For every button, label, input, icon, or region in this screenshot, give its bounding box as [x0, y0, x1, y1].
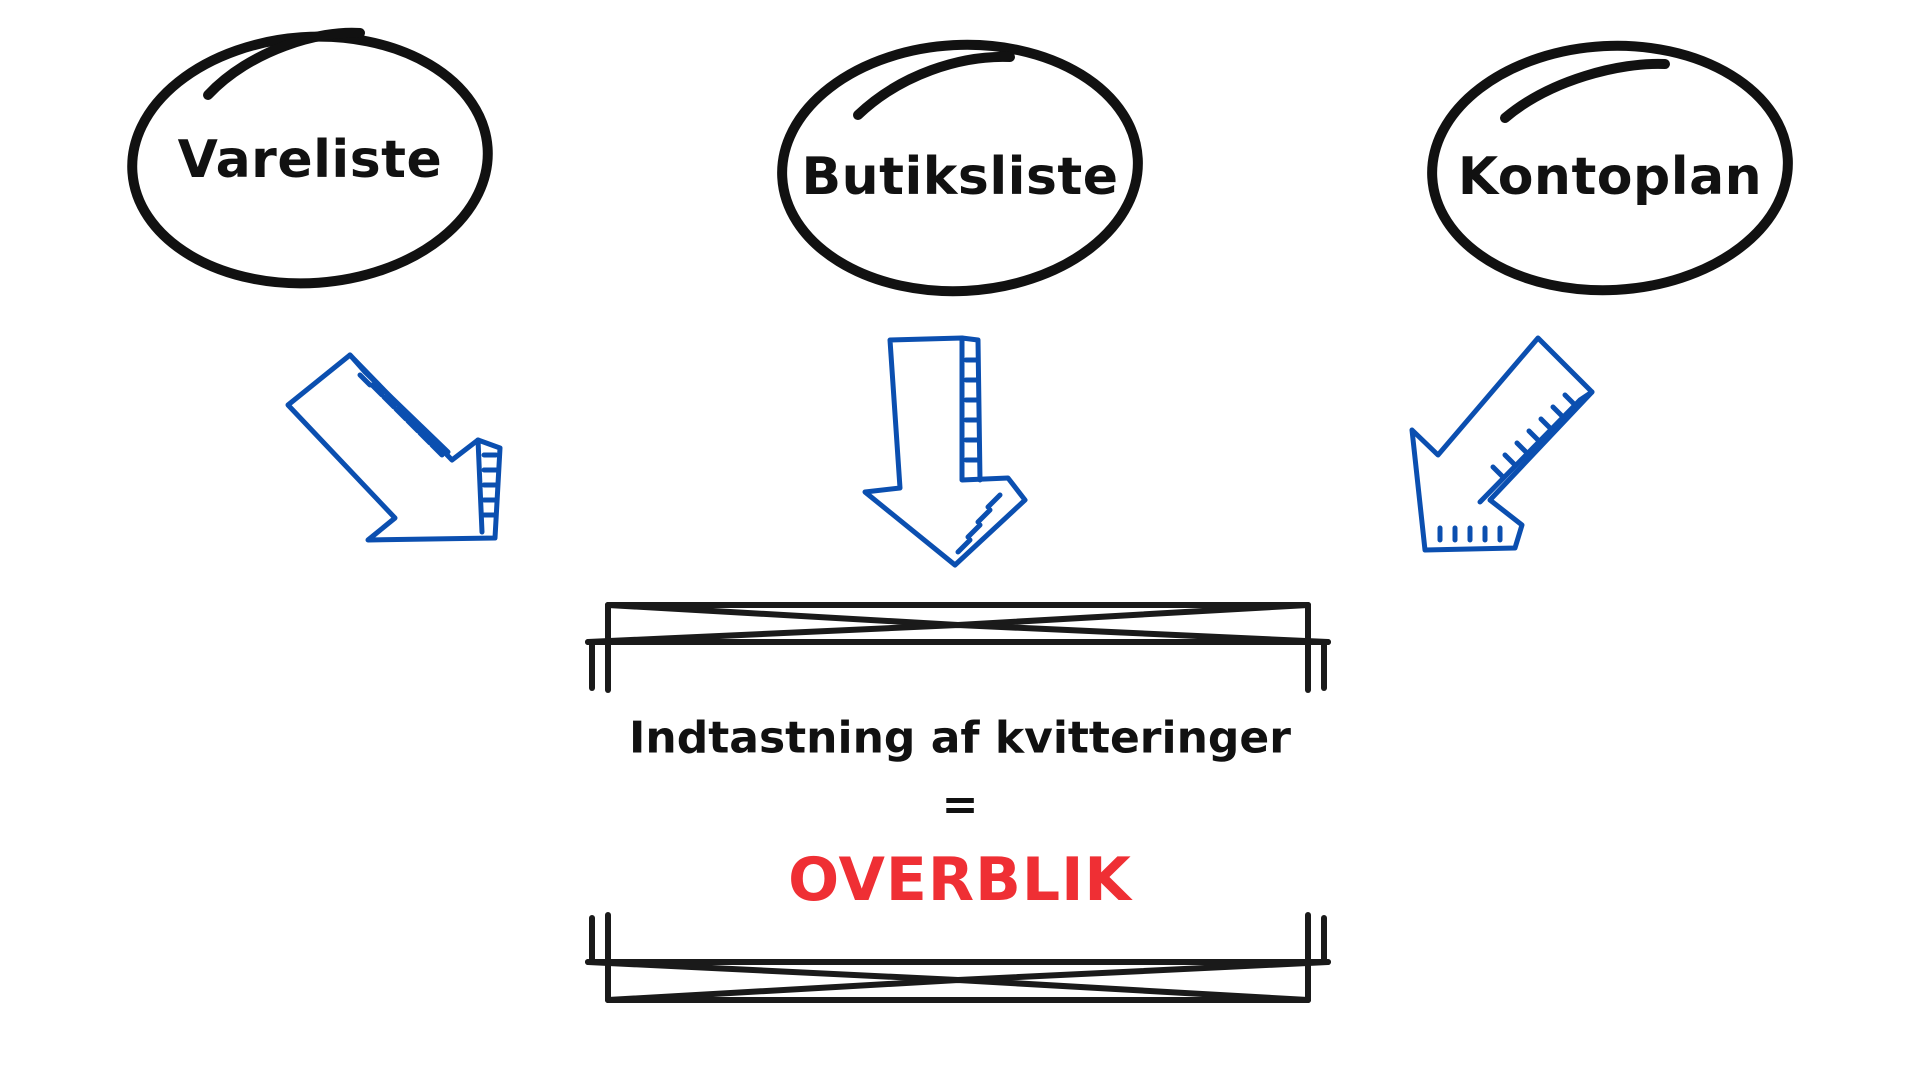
arrow-down	[862, 335, 1028, 568]
center-result: OVERBLIK	[788, 845, 1132, 915]
circle-kontoplan	[1427, 40, 1793, 296]
arrow-down-right	[285, 352, 503, 543]
node-label-vareliste: Vareliste	[177, 130, 443, 190]
center-line1: Indtastning af kvitteringer	[629, 712, 1291, 764]
bottom-bracket	[585, 912, 1331, 1003]
center-equals: =	[941, 779, 979, 831]
circle-vareliste	[127, 27, 493, 289]
top-bracket	[585, 602, 1331, 693]
node-label-butiksliste: Butiksliste	[801, 147, 1119, 207]
arrow-down-left	[1409, 335, 1595, 553]
node-label-kontoplan: Kontoplan	[1457, 147, 1763, 207]
circle-butiksliste	[777, 39, 1143, 297]
